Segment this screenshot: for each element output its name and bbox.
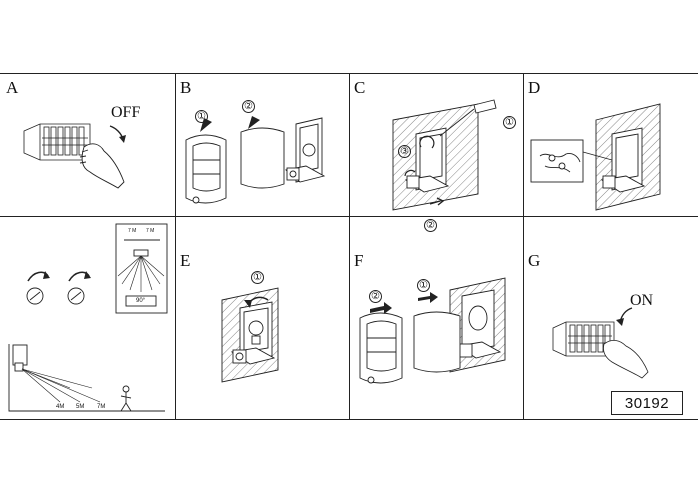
panel-c-step-2: ② [424,219,437,232]
panel-c-step-1: ① [503,116,516,129]
panel-g-on-label: ON [630,292,654,309]
divider-1 [175,73,176,420]
sensor-top-label-2: 7 M [146,228,155,234]
model-number-box: 30192 [611,391,683,415]
panel-a-off-label: OFF [111,104,141,121]
panel-f-letter: F [354,251,364,270]
sensor-top-label-1: 7 M [128,228,137,234]
range-label-5m: 5M [76,404,85,410]
panel-b-letter: B [180,78,192,97]
panel-a-letter: A [6,78,19,97]
panel-e-step-1: ① [251,271,264,284]
panel-g-letter: G [528,251,541,270]
panel-d-letter: D [528,78,541,97]
row-divider [0,216,698,217]
panel-b-step-2: ② [242,100,255,113]
panel-e-letter: E [180,251,191,270]
divider-2 [349,73,350,420]
panel-f-step-1: ① [417,279,430,292]
range-label-4m: 4M [56,404,65,410]
divider-3 [523,73,524,420]
sensor-angle-label: 90° [136,298,146,304]
panel-f-step-2: ② [369,290,382,303]
range-label-7m: 7M [97,404,106,410]
panel-c-letter: C [354,78,366,97]
